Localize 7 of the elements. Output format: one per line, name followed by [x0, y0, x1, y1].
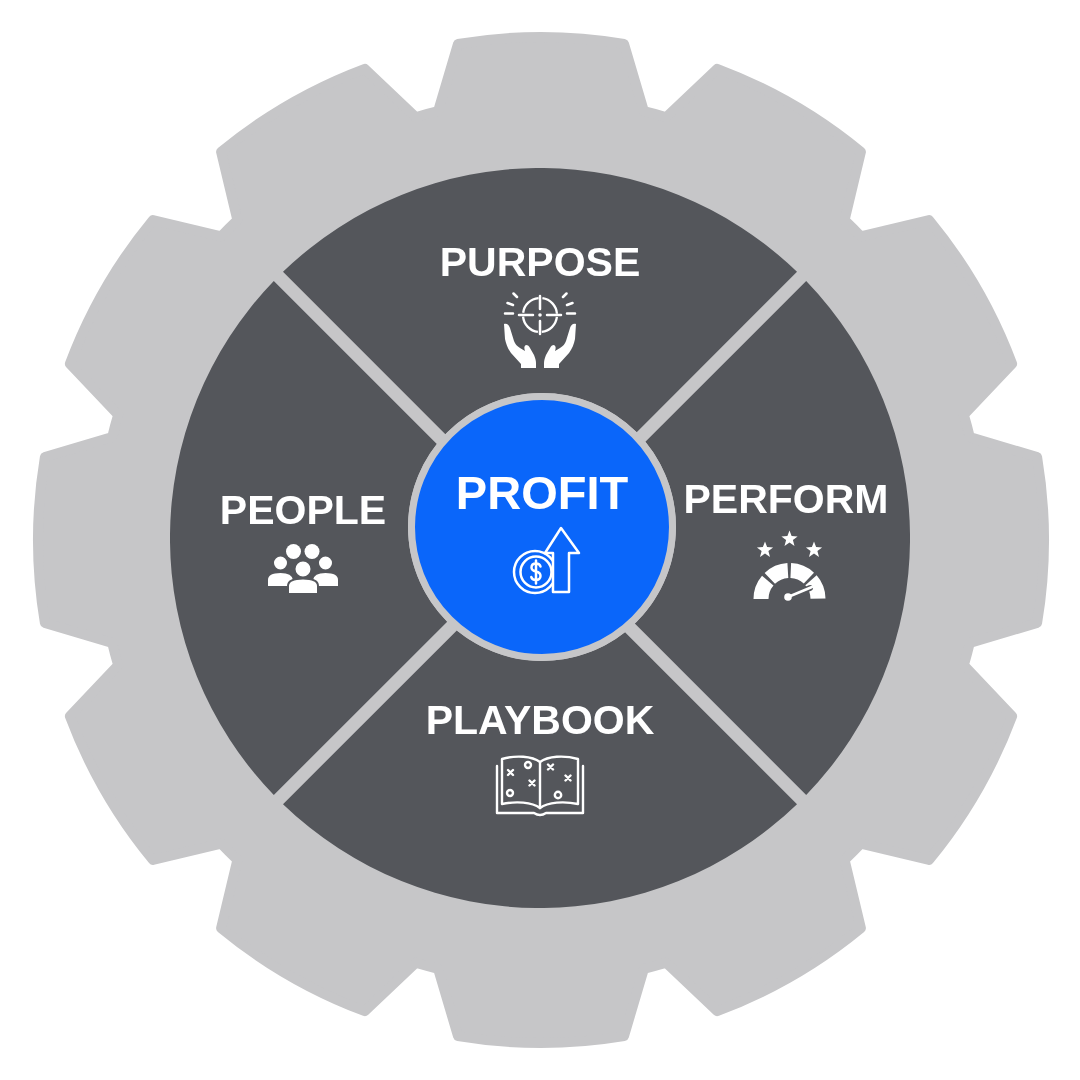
segment-title: PURPOSE — [439, 242, 641, 283]
segment-title: PEOPLE — [219, 490, 387, 531]
segment-title: PERFORM — [683, 479, 889, 520]
segment-title: PLAYBOOK — [425, 700, 655, 741]
quadrant-segment — [283, 630, 797, 908]
quadrant-segment — [283, 168, 797, 435]
center-title: PROFIT — [455, 469, 629, 516]
